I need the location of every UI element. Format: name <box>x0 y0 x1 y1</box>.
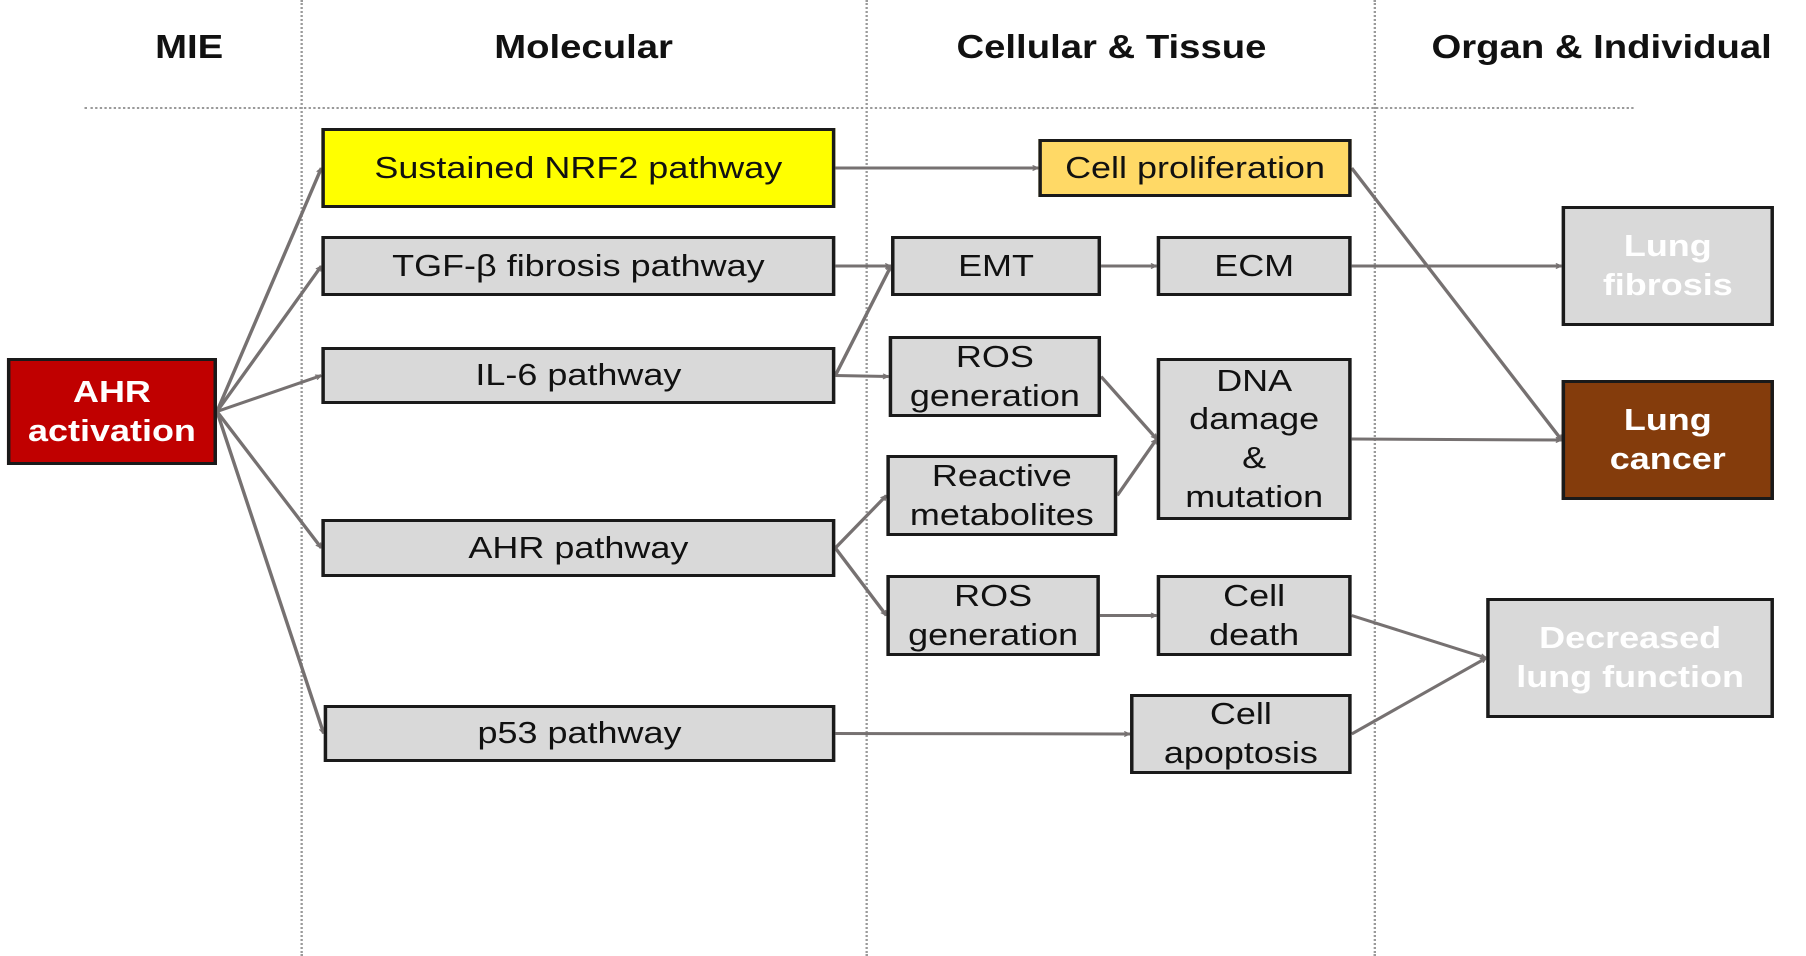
node-ros-generation-2: ROS generation <box>886 575 1100 656</box>
node-ahr-pathway: AHR pathway <box>321 519 836 577</box>
arrow-ahr_activation-to-il6 <box>216 374 321 413</box>
arrow-reactive_metabolites-to-dna_damage <box>1115 439 1159 497</box>
node-tgf-beta-fibrosis-pathway: TGF-β fibrosis pathway <box>321 236 836 296</box>
node-ros-generation-1: ROS generation <box>888 336 1102 417</box>
arrow-il6-to-emt <box>833 266 893 377</box>
header-divider <box>84 107 1634 109</box>
arrow-ahr_activation-to-p53 <box>215 411 324 734</box>
column-divider <box>865 0 868 956</box>
column-divider <box>1373 0 1376 956</box>
node-il6-pathway: IL-6 pathway <box>321 347 836 404</box>
node-emt: EMT <box>891 236 1102 296</box>
arrow-ahr_pathway-to-reactive_metabolites <box>834 494 888 549</box>
node-ahr-activation: AHR activation <box>6 358 217 465</box>
arrow-dna_damage-to-lung_cancer <box>1351 439 1562 440</box>
arrow-cell_apoptosis-to-decreased_lung_function <box>1350 656 1487 736</box>
arrow-cell_death-to-decreased_lung_function <box>1351 614 1487 660</box>
arrow-ahr_activation-to-nrf2 <box>215 168 324 413</box>
header-cellular-tissue: Cellular & Tissue <box>956 28 1267 65</box>
node-cell-proliferation: Cell proliferation <box>1038 139 1352 197</box>
arrow-cell_proliferation-to-lung_cancer <box>1350 167 1564 440</box>
header-organ-individual: Organ & Individual <box>1431 28 1772 65</box>
column-divider <box>300 0 303 956</box>
node-lung-fibrosis: Lung fibrosis <box>1561 206 1774 326</box>
arrow-il6-to-ros_1 <box>835 376 888 377</box>
node-decreased-lung-function: Decreased lung function <box>1486 598 1774 718</box>
node-cell-apoptosis: Cell apoptosis <box>1130 694 1352 774</box>
node-dna-damage-mutation: DNA damage & mutation <box>1156 358 1352 520</box>
arrow-ros_1-to-dna_damage <box>1099 375 1159 440</box>
node-lung-cancer: Lung cancer <box>1561 380 1774 500</box>
node-p53-pathway: p53 pathway <box>323 705 836 762</box>
node-cell-death: Cell death <box>1156 575 1352 656</box>
arrow-p53-to-cell_apoptosis <box>835 734 1130 735</box>
header-molecular: Molecular <box>494 28 673 65</box>
node-sustained-nrf2-pathway: Sustained NRF2 pathway <box>321 128 836 208</box>
header-mie: MIE <box>155 28 224 65</box>
node-reactive-metabolites: Reactive metabolites <box>886 455 1118 536</box>
arrow-ahr_activation-to-ahr_pathway <box>215 410 323 549</box>
arrow-ahr_pathway-to-ros_2 <box>833 547 888 616</box>
node-ecm: ECM <box>1156 236 1352 296</box>
arrow-ahr_activation-to-tgfb <box>215 266 323 413</box>
